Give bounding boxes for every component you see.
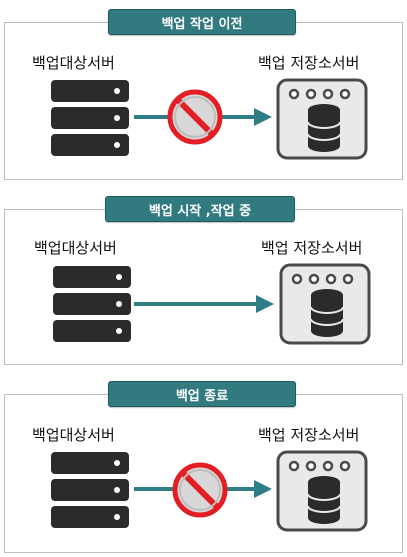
section-title-after: 백업 종료 bbox=[108, 381, 296, 407]
source-label-before: 백업대상서버 bbox=[32, 54, 115, 72]
arrow-right-icon bbox=[134, 295, 274, 313]
server-rack-icon bbox=[51, 452, 129, 528]
target-label-before: 백업 저장소서버 bbox=[258, 54, 360, 72]
server-rack-icon bbox=[53, 266, 131, 342]
section-title-running: 백업 시작 ,작업 중 bbox=[105, 196, 295, 222]
storage-server-icon bbox=[279, 263, 371, 345]
prohibited-icon bbox=[172, 462, 228, 518]
prohibited-icon bbox=[167, 89, 223, 145]
target-label-running: 백업 저장소서버 bbox=[261, 239, 363, 257]
storage-server-icon bbox=[276, 78, 368, 160]
source-label-running: 백업대상서버 bbox=[34, 239, 117, 257]
section-title-before: 백업 작업 이전 bbox=[108, 9, 296, 35]
source-label-after: 백업대상서버 bbox=[32, 426, 115, 444]
target-label-after: 백업 저장소서버 bbox=[258, 426, 360, 444]
server-rack-icon bbox=[51, 80, 129, 156]
storage-server-icon bbox=[276, 450, 368, 532]
